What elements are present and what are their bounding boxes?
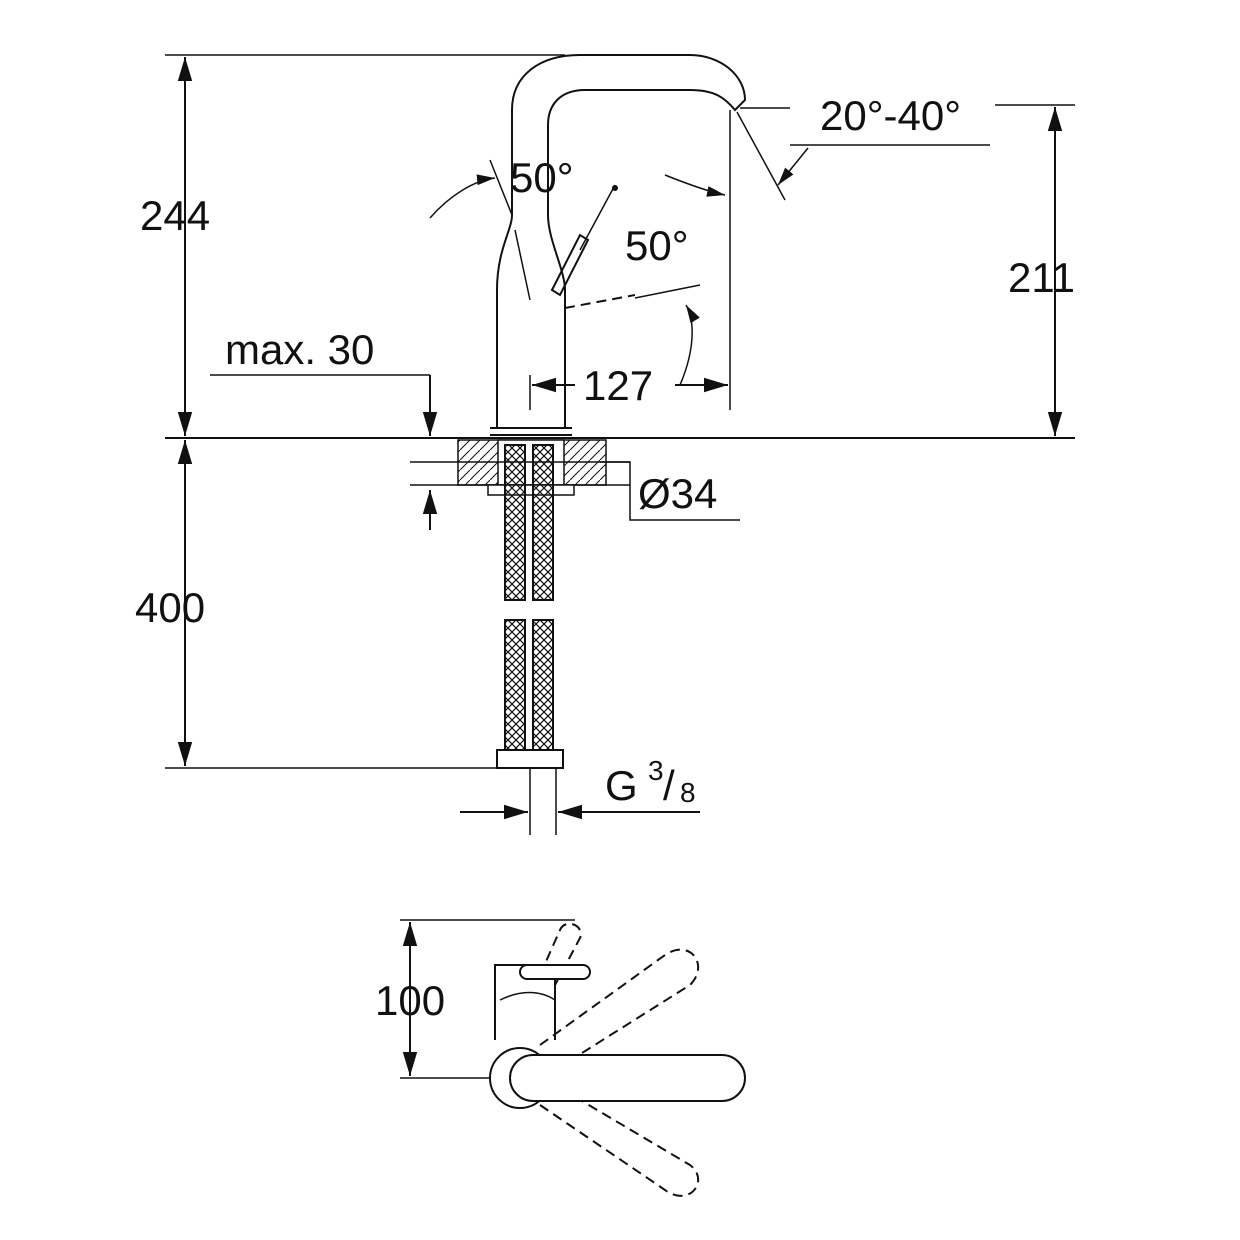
label-400: 400 bbox=[135, 584, 205, 631]
label-244: 244 bbox=[140, 192, 210, 239]
label-127: 127 bbox=[583, 362, 653, 409]
label-211: 211 bbox=[1008, 254, 1075, 301]
dimension-spout-reach: 127 bbox=[529, 362, 728, 410]
dimension-total-height: 244 bbox=[140, 54, 565, 436]
dimension-hose-length: 400 bbox=[135, 440, 500, 769]
label-max-30: max. 30 bbox=[225, 326, 374, 373]
label-thread-g: G bbox=[605, 762, 638, 809]
label-lever-angle-2: 50° bbox=[625, 222, 689, 269]
label-100: 100 bbox=[375, 977, 445, 1024]
lever-handle bbox=[550, 233, 590, 297]
fraction-slash: / bbox=[663, 762, 675, 809]
label-diameter-34: Ø34 bbox=[638, 470, 717, 517]
dimension-connection-thread: G 3 / 8 bbox=[460, 755, 700, 820]
faucet-side-view bbox=[490, 54, 990, 436]
label-thread-den: 8 bbox=[680, 777, 696, 808]
faucet-top-view: 100 bbox=[375, 919, 746, 1197]
label-thread-num: 3 bbox=[648, 755, 664, 786]
mounting-and-hoses bbox=[410, 439, 630, 835]
label-spout-angle: 20°-40° bbox=[820, 92, 961, 139]
label-lever-angle-1: 50° bbox=[510, 154, 574, 201]
spout-top bbox=[509, 1054, 746, 1102]
top-lever bbox=[519, 964, 591, 980]
dimension-max-deck: max. 30 bbox=[210, 326, 438, 530]
dimension-spout-height: 211 bbox=[995, 104, 1075, 436]
